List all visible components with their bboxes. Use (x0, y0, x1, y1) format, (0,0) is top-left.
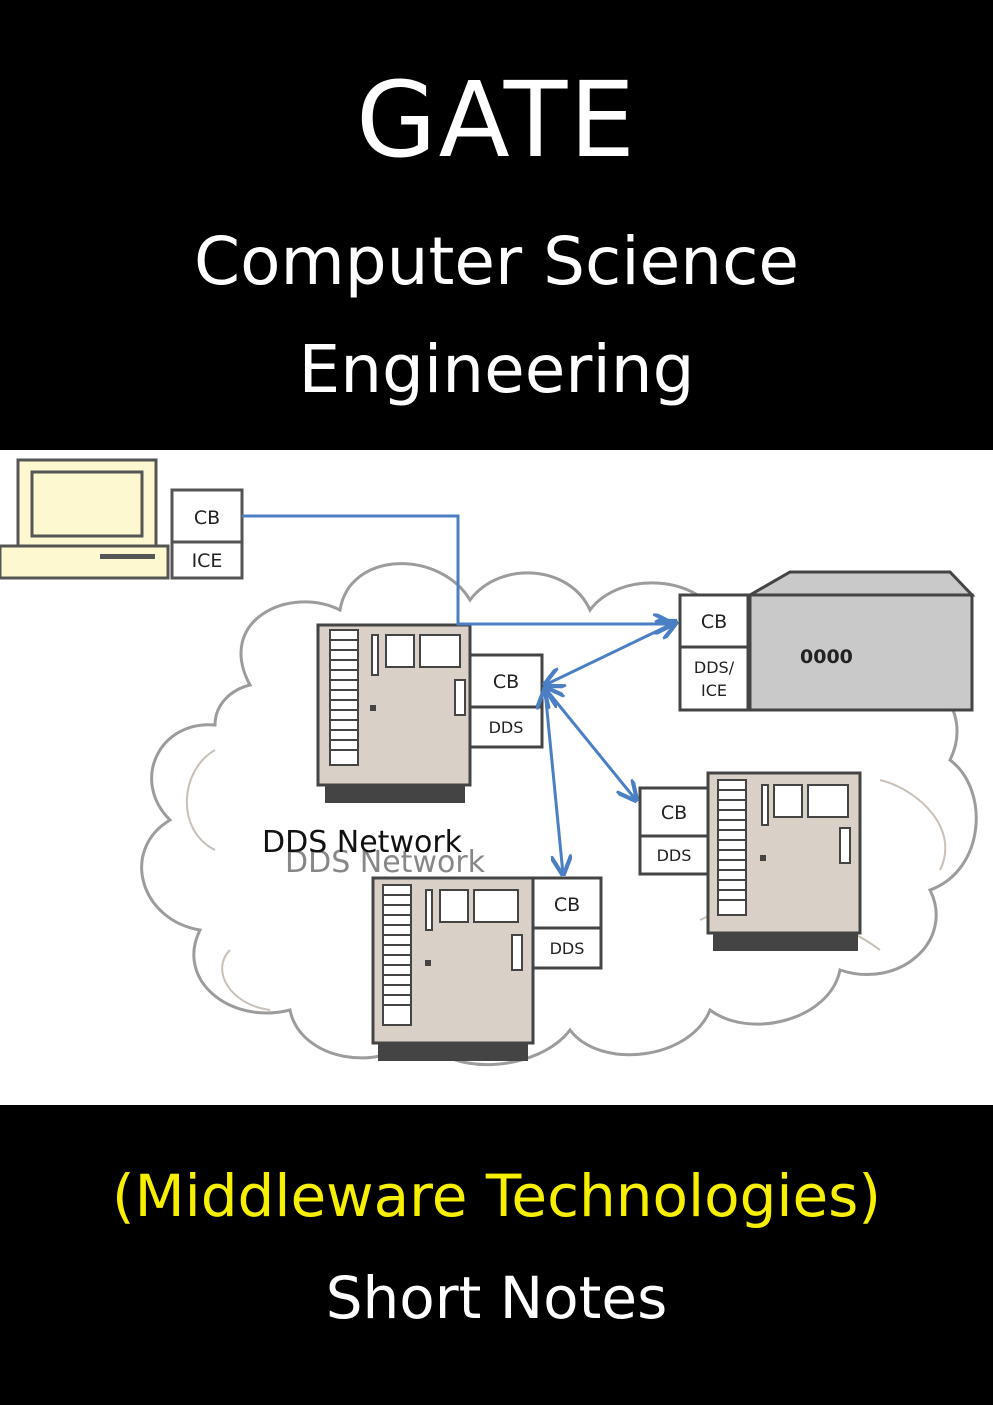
center-top-label: CB (493, 671, 519, 693)
subject-line-2: Engineering (298, 331, 695, 408)
network-illustration: CB ICE CB DDS/ ICE 0000 CB DDS (0, 450, 993, 1105)
right-top-label: CB (661, 802, 687, 824)
server-panel-label: 0000 (800, 646, 853, 668)
workstation: CB ICE (0, 458, 244, 580)
network-label: DDS Network (262, 825, 463, 860)
bottom-band (0, 1105, 993, 1405)
network-label-shadow: DDS Network (285, 845, 486, 880)
computer-right: CB DDS (638, 771, 862, 951)
workstation-top-label: CB (194, 507, 220, 529)
workstation-bottom-label: ICE (192, 550, 223, 572)
server-bottom-label-2: ICE (701, 681, 727, 700)
server-bottom-label-1: DDS/ (694, 658, 735, 677)
bottom-bottom-label: DDS (550, 939, 585, 958)
right-bottom-label: DDS (657, 846, 692, 865)
computer-center: CB DDS (316, 623, 544, 803)
server-top-label: CB (701, 611, 727, 633)
bottom-top-label: CB (554, 894, 580, 916)
computer-bottom: CB DDS (371, 876, 603, 1061)
notes-label: Short Notes (325, 1264, 668, 1332)
connection-arrows (242, 514, 676, 874)
server: CB DDS/ ICE 0000 (678, 570, 976, 712)
center-bottom-label: DDS (489, 718, 524, 737)
top-band: GATE Computer Science Engineering (0, 0, 993, 450)
cover-title: GATE (356, 59, 637, 181)
topic-title: (Middleware Technologies) (111, 1162, 882, 1230)
subject-line-1: Computer Science (194, 223, 799, 300)
